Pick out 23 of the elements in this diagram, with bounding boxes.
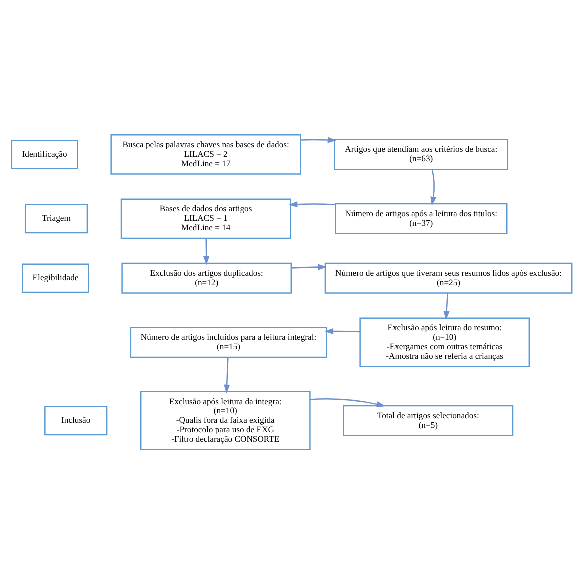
arrow: [224, 358, 230, 394]
node-box: Total de artigos selecionados: (n=5): [343, 405, 514, 436]
node-box: Identificação: [11, 140, 78, 170]
arrow: [204, 238, 210, 266]
arrow: [291, 264, 328, 270]
arrow: [300, 137, 337, 144]
arrow: [324, 328, 360, 335]
node-box: Inclusão: [44, 406, 108, 436]
node-box: Bases de dados dos artigos LILACS = 1 MedLine = 14: [120, 198, 292, 240]
node-box: Número de artigos que tiveram seus resumos lidos após exclusão: (n=25): [324, 262, 573, 294]
arrow: [310, 398, 386, 408]
node-box: Triagem: [24, 204, 88, 234]
arrow: [444, 293, 450, 320]
arrow: [288, 201, 336, 208]
node-box: Elegibilidade: [22, 264, 90, 294]
node-box: Número de artigos incluidos para a leitura integral: (n=15): [130, 327, 328, 358]
node-box: Busca pelas palavras chaves nas bases de dados: LILACS = 2 MedLine = 17: [110, 134, 302, 175]
node-box: Número de artigos após a leitura dos titulos: (n=37): [335, 203, 508, 234]
node-box: Exclusão após leitura da integra: (n=10) -Qualis fora da faixa exigida -Protocolo para uso de EXG -Filtro declaração CONSORTE: [140, 391, 311, 450]
arrow: [430, 170, 437, 206]
node-box: Artigos que atendiam aos critérios de busca: (n=63): [334, 139, 509, 170]
node-box: Exclusão após leitura do resumo: (n=10) -Exergames com outras temáticas -Amostra não se referia a crianças: [360, 318, 530, 368]
node-box: Exclusão dos artigos duplicados: (n=12): [122, 262, 292, 294]
